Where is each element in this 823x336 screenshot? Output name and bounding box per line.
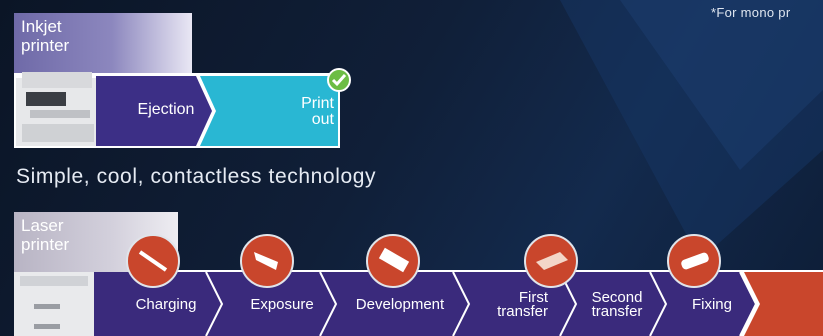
inkjet-label-line2: printer bbox=[21, 36, 70, 55]
check-icon bbox=[327, 68, 351, 92]
separator-6 bbox=[739, 271, 758, 336]
laser-end-arrow bbox=[744, 272, 823, 336]
laser-label-line1: Laser bbox=[21, 216, 64, 235]
second-transfer-line1: Second bbox=[591, 289, 643, 306]
footnote: *For mono pr bbox=[711, 5, 791, 20]
laser-label-line2: printer bbox=[21, 235, 70, 254]
inkjet-label: Inkjet printer bbox=[14, 13, 192, 75]
inkjet-printer-icon bbox=[16, 72, 96, 146]
step-second-transfer: Second transfer bbox=[582, 289, 652, 320]
separator-1 bbox=[205, 271, 224, 336]
first-transfer-icon bbox=[524, 234, 578, 288]
tagline: Simple, cool, contactless technology bbox=[16, 165, 377, 188]
inkjet-label-line1: Inkjet bbox=[21, 17, 62, 36]
separator-3 bbox=[452, 271, 471, 336]
print-out-arrow bbox=[200, 76, 338, 146]
first-transfer-line2: transfer bbox=[497, 303, 548, 320]
first-transfer-line1: First bbox=[518, 289, 548, 306]
fixing-icon bbox=[667, 234, 721, 288]
separator-5 bbox=[649, 271, 668, 336]
step-exposure: Exposure bbox=[250, 296, 314, 313]
step-charging: Charging bbox=[135, 296, 197, 313]
print-out-line1: Print bbox=[301, 95, 334, 112]
separator-2 bbox=[319, 271, 338, 336]
step-first-transfer: First transfer bbox=[478, 289, 548, 320]
charging-icon bbox=[126, 234, 180, 288]
print-out-label: Print out bbox=[286, 96, 334, 128]
step-fixing: Fixing bbox=[691, 296, 732, 313]
ejection-label: Ejection bbox=[137, 101, 195, 118]
ejection-arrow bbox=[96, 76, 212, 146]
second-transfer-line2: transfer bbox=[591, 303, 643, 320]
development-icon bbox=[366, 234, 420, 288]
laser-printer-icon bbox=[14, 270, 94, 336]
exposure-icon bbox=[240, 234, 294, 288]
print-out-line2: out bbox=[311, 111, 334, 128]
step-development: Development bbox=[355, 296, 445, 313]
laser-arrow-track bbox=[94, 272, 756, 336]
